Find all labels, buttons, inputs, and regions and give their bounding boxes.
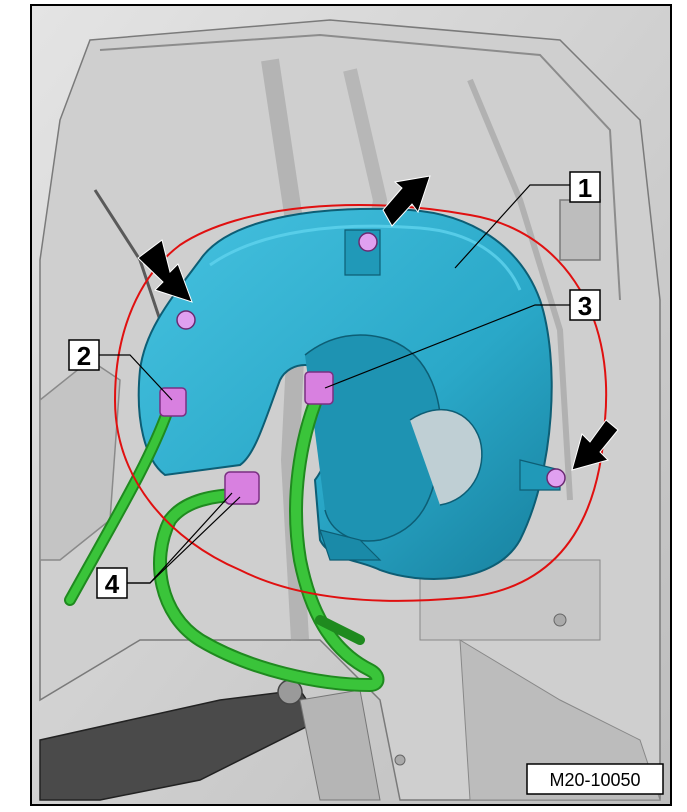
callout-3-label: 3 (578, 291, 592, 321)
callout-2: 2 (68, 339, 100, 371)
callout-1: 1 (569, 171, 601, 203)
mounting-bolts (176, 232, 566, 488)
bolt-right (546, 468, 566, 488)
leader-lines (99, 184, 570, 584)
arrow-left-icon (137, 239, 193, 303)
bolt-top (358, 232, 378, 252)
clamp-4 (224, 471, 260, 505)
bolt-left (176, 310, 196, 330)
callout-3: 3 (569, 289, 601, 321)
coolant-expansion-tank (137, 207, 561, 580)
clamp-3 (304, 371, 334, 405)
callout-2-label: 2 (77, 341, 91, 371)
highlight-outline (113, 204, 608, 602)
hose-clamps (159, 371, 334, 505)
callout-4: 4 (96, 567, 128, 599)
callout-1-label: 1 (578, 173, 592, 203)
callout-4-label: 4 (105, 569, 120, 599)
clamp-2 (159, 387, 187, 417)
arrow-right-icon (571, 419, 619, 471)
reference-code: M20-10050 (549, 770, 640, 790)
reference-code-box: M20-10050 (526, 763, 664, 795)
coolant-hoses (64, 388, 385, 692)
direction-arrows (137, 175, 619, 471)
arrow-top-icon (382, 175, 431, 227)
